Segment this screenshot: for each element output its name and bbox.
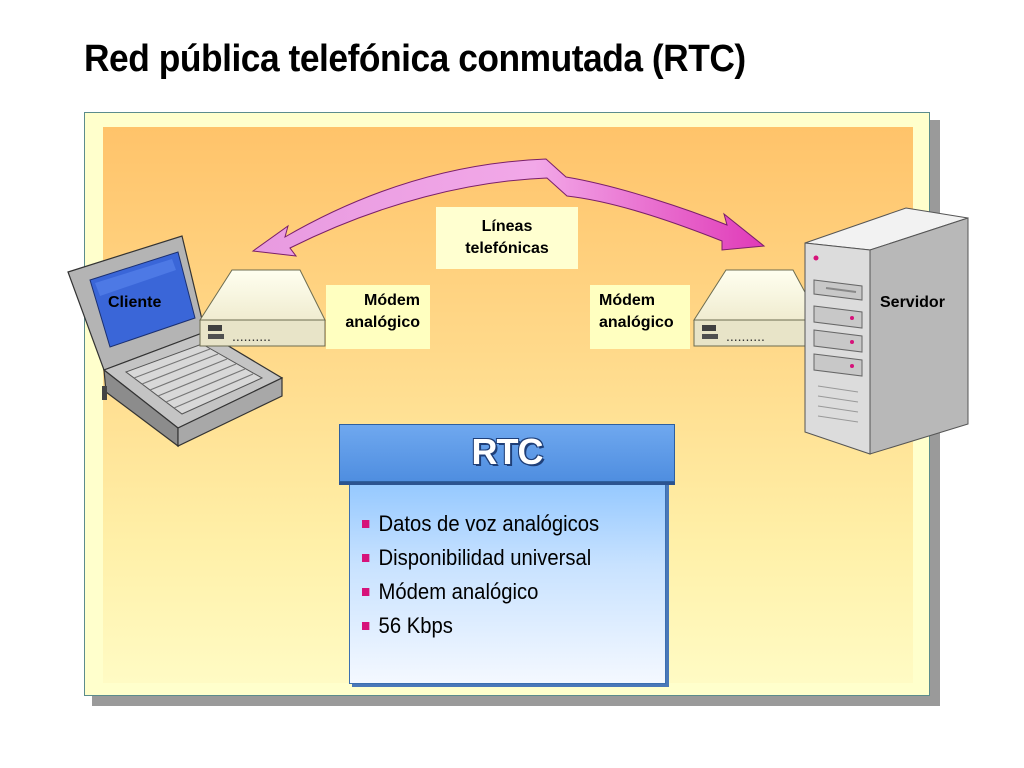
client-label: Cliente xyxy=(108,294,162,311)
info-bullet-list: Datos de voz analógicos Disponibilidad u… xyxy=(362,507,665,643)
double-arrow-icon xyxy=(251,158,766,257)
modem-left-dots: .......... xyxy=(232,328,271,344)
bullet-square-icon xyxy=(362,588,370,596)
phone-lines-label: Líneas telefónicas xyxy=(436,207,578,269)
bullet-square-icon xyxy=(362,554,370,562)
bullet-square-icon xyxy=(362,520,370,528)
list-item: Datos de voz analógicos xyxy=(362,507,641,541)
laptop-icon xyxy=(67,235,284,448)
info-card: Datos de voz analógicos Disponibilidad u… xyxy=(349,468,666,684)
modem-icon: .......... xyxy=(693,269,821,347)
list-item: 56 Kbps xyxy=(362,609,641,643)
modem-right-label: Módem analógico xyxy=(590,285,690,349)
modem-right-dots: .......... xyxy=(726,328,765,344)
info-card-title: RTC xyxy=(471,431,544,472)
list-item: Módem analógico xyxy=(362,575,641,609)
bullet-square-icon xyxy=(362,622,370,630)
server-label: Servidor xyxy=(880,294,945,311)
info-card-header: RTC xyxy=(339,424,675,482)
list-item: Disponibilidad universal xyxy=(362,541,641,575)
modem-icon: .......... xyxy=(199,269,326,347)
modem-left-label: Módem analógico xyxy=(326,285,430,349)
server-tower-icon xyxy=(804,207,969,455)
page-title: Red pública telefónica conmutada (RTC) xyxy=(84,38,746,80)
